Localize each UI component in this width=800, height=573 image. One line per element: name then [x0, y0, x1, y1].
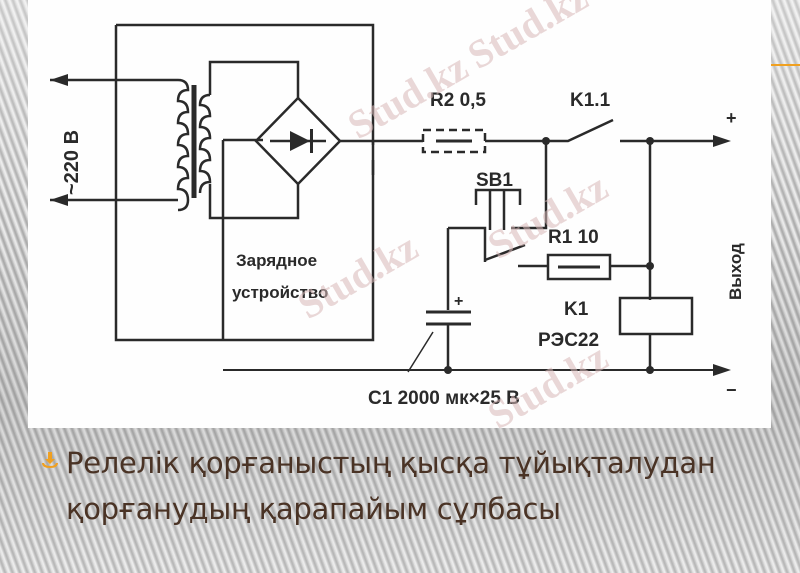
relay-coil — [618, 296, 694, 336]
r1-label: R1 10 — [548, 227, 599, 248]
output-label: Выход — [726, 243, 745, 300]
k1-label: K1 — [564, 299, 589, 320]
switch-k11 — [546, 118, 614, 143]
caption-line-2: қорғанудың қарапайым сұлбасы — [66, 492, 561, 526]
wire-left-outer — [114, 140, 233, 342]
watermark: Stud.kz — [290, 224, 425, 328]
wire-top-outer — [116, 23, 375, 145]
watermark: Stud.kz — [460, 0, 595, 78]
arrow-in-bottom — [50, 194, 68, 206]
secondary-coil — [198, 93, 212, 194]
minus-terminal-label: − — [726, 380, 737, 400]
arrow-out-minus — [713, 364, 731, 376]
capacitor-plus-label: + — [454, 293, 463, 310]
circuit-schematic: ~220 В R2 0,5 K1.1 SB1 R1 10 K1 РЭС22 C1… — [28, 0, 771, 428]
diode-bridge — [254, 96, 342, 186]
charger-label-line1: Зарядное — [236, 251, 317, 270]
input-voltage-label: ~220 В — [61, 130, 83, 195]
hand-down-icon — [42, 452, 58, 468]
charger-label-line2: устройство — [232, 283, 328, 302]
slide-caption: Релелік қорғаныстың қысқа тұйықталудан қ… — [40, 440, 790, 532]
accent-line — [771, 64, 800, 66]
primary-coil — [176, 78, 190, 212]
relay-type-label: РЭС22 — [538, 330, 599, 351]
arrow-in-top — [50, 74, 68, 86]
r2-label: R2 0,5 — [430, 90, 486, 111]
k11-label: K1.1 — [570, 90, 611, 111]
sb1-label: SB1 — [476, 170, 513, 191]
c1-label: C1 2000 мк×25 В — [368, 388, 520, 409]
arrow-out-plus — [713, 135, 731, 147]
caption-line-1: Релелік қорғаныстың қысқа тұйықталудан — [66, 446, 716, 480]
plus-terminal-label: + — [726, 108, 737, 128]
